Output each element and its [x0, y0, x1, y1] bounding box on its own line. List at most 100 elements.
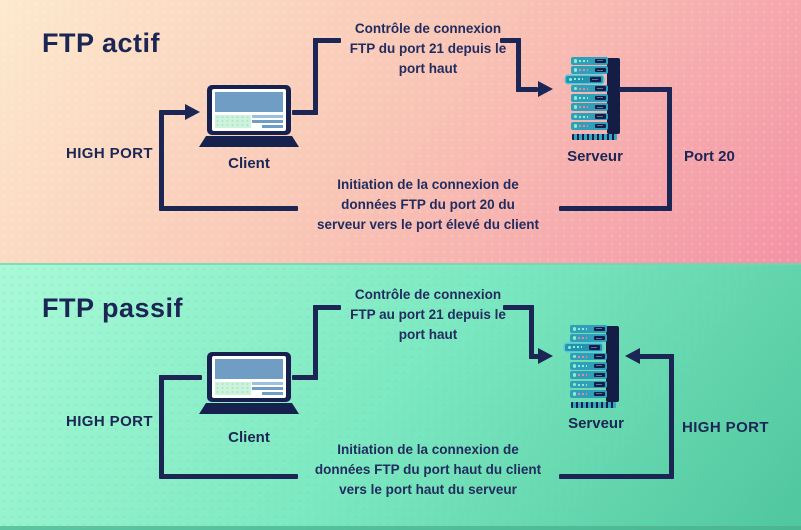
label-active-server: Serveur: [567, 148, 623, 165]
server-unit: [571, 112, 608, 121]
server-unit: [571, 66, 608, 74]
server-unit: [570, 380, 607, 389]
led-icon: [572, 373, 576, 377]
label-active-high-port: HIGH PORT: [66, 145, 153, 162]
note-active-control-connection: Contrôle de connexion FTP du port 21 dep…: [316, 19, 540, 79]
server-unit: [570, 390, 607, 398]
server-unit: [570, 325, 607, 333]
drive-slot: [589, 345, 600, 350]
indicator-dots: [578, 337, 587, 340]
led-icon: [573, 68, 577, 72]
server-rows: [566, 57, 609, 131]
laptop-icon: [199, 352, 299, 414]
note-line: FTP au port 21 depuis le: [350, 307, 506, 322]
indicator-dots: [579, 124, 588, 127]
drive-slot: [595, 67, 606, 73]
server-rack-icon: [566, 57, 620, 140]
server-unit: [570, 352, 607, 361]
note-active-data-connection: Initiation de la connexion de données FT…: [296, 175, 560, 235]
server-rack-icon: [565, 325, 619, 408]
indicator-dots: [579, 59, 588, 62]
indicator-dots: [579, 115, 588, 118]
label-passive-client: Client: [228, 429, 270, 446]
led-icon: [572, 327, 576, 331]
label-active-client: Client: [228, 155, 270, 172]
note-line: port haut: [398, 327, 458, 342]
server-unit: [571, 94, 608, 102]
note-line: données FTP du port haut du client: [314, 462, 542, 477]
drive-slot: [594, 326, 605, 331]
note-line: Initiation de la connexion de: [337, 442, 519, 457]
section-divider: [0, 263, 801, 265]
led-icon: [573, 96, 577, 100]
laptop-screen-content: [212, 356, 286, 398]
led-icon: [568, 77, 572, 82]
server-vent: [571, 402, 616, 408]
server-unit: [571, 122, 608, 130]
led-icon: [573, 124, 577, 128]
drive-slot: [594, 372, 605, 378]
server-column: [607, 58, 620, 134]
server-unit: [565, 343, 602, 352]
server-unit: [571, 103, 608, 111]
led-icon: [572, 336, 576, 340]
server-unit: [571, 57, 608, 65]
led-icon: [573, 59, 577, 63]
server-unit: [570, 371, 607, 379]
note-passive-control-connection: Contrôle de connexion FTP au port 21 dep…: [316, 285, 540, 345]
note-passive-data-connection: Initiation de la connexion de données FT…: [296, 440, 560, 500]
server-column: [606, 326, 619, 402]
label-passive-high-port-right: HIGH PORT: [682, 419, 769, 436]
indicator-dots: [578, 364, 587, 367]
note-line: Contrôle de connexion: [354, 21, 502, 36]
bottom-edge: [0, 526, 801, 530]
led-icon: [573, 86, 577, 91]
label-passive-high-port-left: HIGH PORT: [66, 413, 153, 430]
server-unit: [571, 84, 608, 93]
indicator-dots: [578, 355, 587, 358]
led-icon: [572, 364, 576, 368]
note-line: données FTP du port 20 du: [341, 197, 515, 212]
laptop-base: [199, 136, 299, 147]
section-ftp-passive: [0, 265, 801, 530]
note-line: vers le port haut du serveur: [339, 482, 517, 497]
drive-slot: [595, 114, 606, 119]
drive-slot: [595, 86, 606, 91]
server-vent: [572, 134, 617, 140]
drive-slot: [590, 77, 601, 82]
label-active-port-20: Port 20: [684, 148, 735, 165]
indicator-dots: [579, 87, 588, 90]
indicator-dots: [573, 346, 582, 349]
drive-slot: [595, 123, 606, 129]
drive-slot: [594, 382, 605, 387]
laptop-screen: [207, 85, 291, 135]
note-line: Contrôle de connexion: [354, 287, 502, 302]
indicator-dots: [579, 106, 588, 109]
title-ftp-active: FTP actif: [42, 28, 161, 58]
indicator-dots: [578, 383, 587, 386]
drive-slot: [595, 58, 606, 63]
led-icon: [567, 345, 571, 350]
indicator-dots: [578, 374, 587, 377]
label-passive-server: Serveur: [568, 415, 624, 432]
note-line: Initiation de la connexion de: [337, 177, 519, 192]
indicator-dots: [578, 392, 587, 395]
server-unit: [570, 334, 607, 342]
server-unit: [566, 75, 603, 84]
laptop-icon: [199, 85, 299, 147]
led-icon: [573, 105, 577, 109]
laptop-screen-content: [212, 89, 286, 131]
drive-slot: [594, 363, 605, 369]
drive-slot: [594, 335, 605, 341]
note-line: port haut: [398, 61, 458, 76]
indicator-dots: [574, 78, 583, 81]
laptop-screen: [207, 352, 291, 402]
note-line: FTP du port 21 depuis le: [349, 41, 507, 56]
drive-slot: [595, 95, 606, 101]
led-icon: [572, 354, 576, 359]
drive-slot: [594, 391, 605, 397]
indicator-dots: [579, 69, 588, 72]
laptop-base: [199, 403, 299, 414]
server-unit: [570, 362, 607, 370]
